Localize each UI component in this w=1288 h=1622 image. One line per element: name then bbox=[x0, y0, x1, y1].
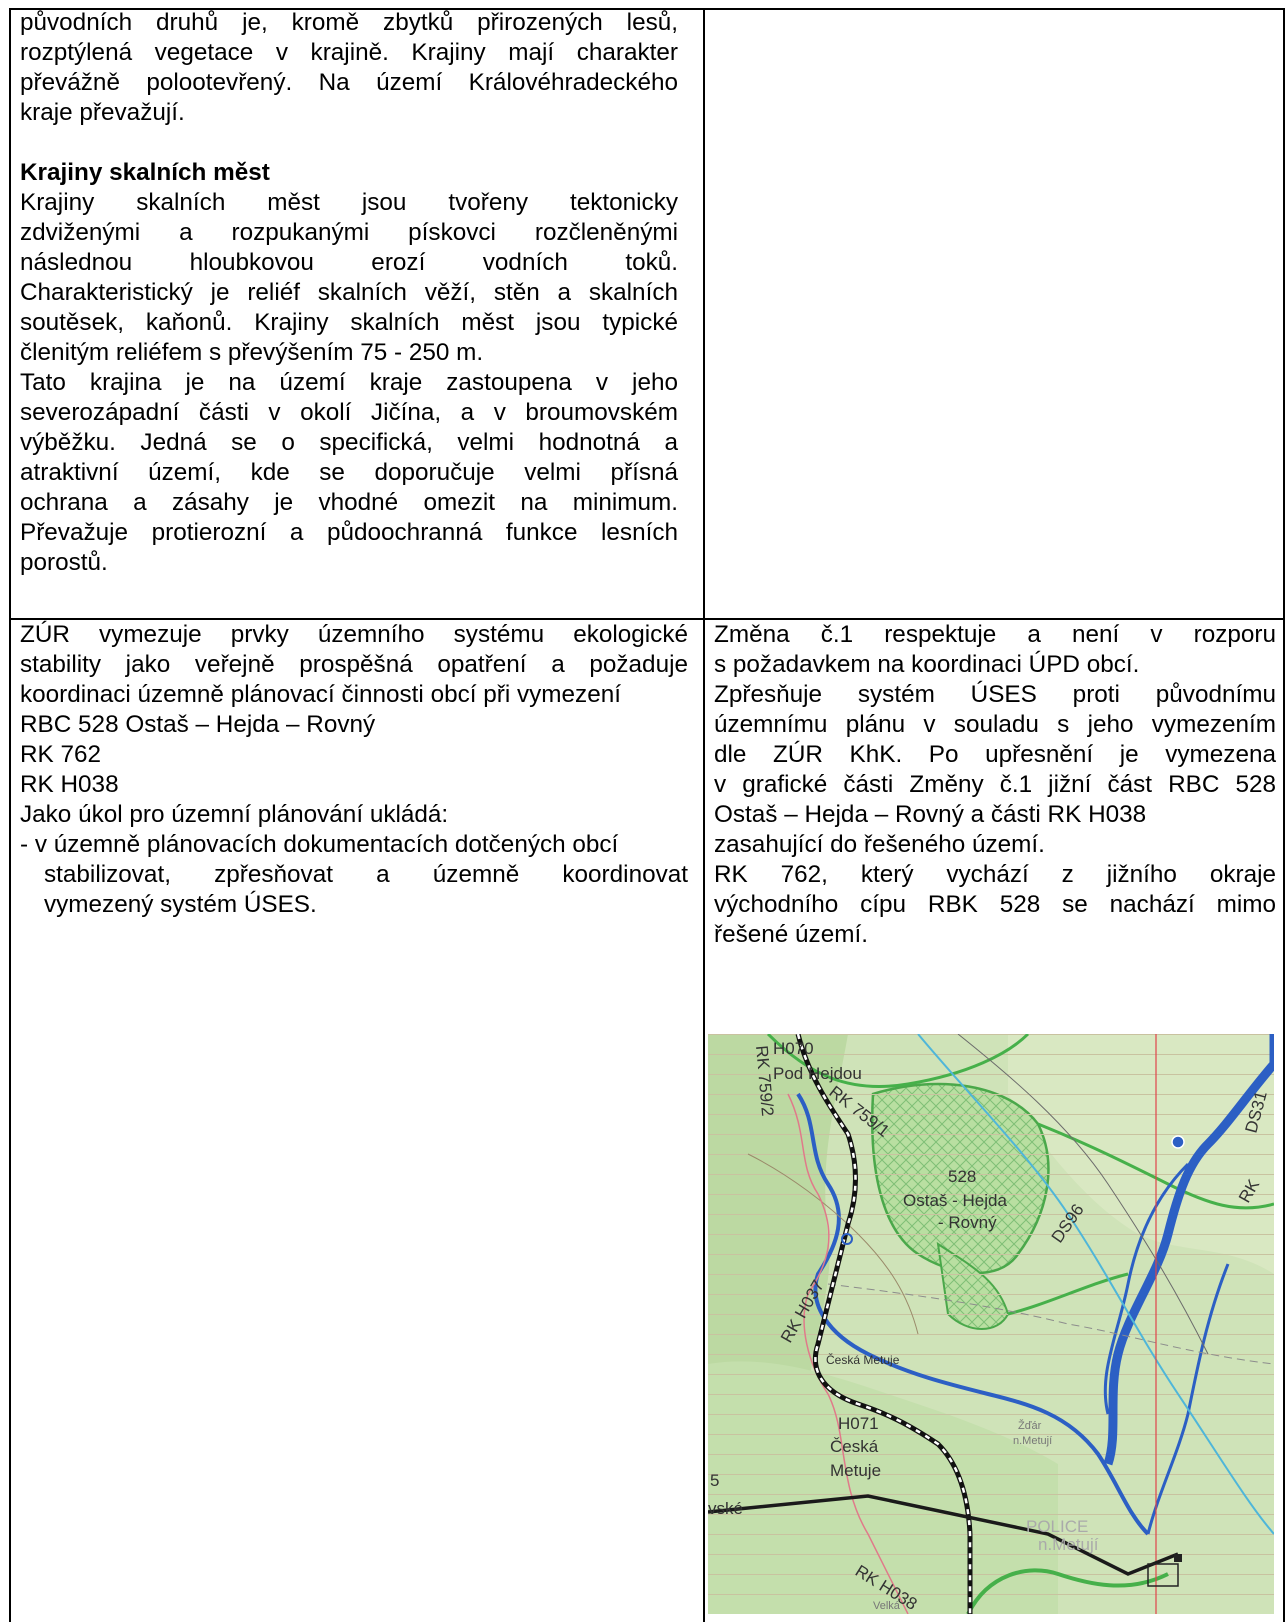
map-label: n.Metují bbox=[1013, 1435, 1052, 1447]
text-line: Převažuje protierozní a půdoochranná fun… bbox=[20, 519, 678, 546]
text-line: zasahující do řešeného území. bbox=[714, 831, 1045, 858]
text-line: RK 762 bbox=[20, 741, 102, 768]
map-label: H070 bbox=[773, 1039, 814, 1058]
map-label: POLICE bbox=[1026, 1517, 1088, 1536]
text-line: dle ZÚR KhK. Po upřesnění je vymezena bbox=[714, 741, 1276, 768]
map-label: 5 bbox=[710, 1471, 719, 1490]
text-line: zdviženými a rozpukanými pískovci rozčle… bbox=[20, 219, 678, 246]
map-label: - Rovný bbox=[938, 1213, 997, 1232]
text-line: porostů. bbox=[20, 549, 108, 576]
map-label: Pod Hejdou bbox=[773, 1064, 862, 1083]
text-line: soutěsek, kaňonů. Krajiny skalních měst … bbox=[20, 309, 678, 336]
text-line: následnou hloubkovou erozí vodních toků. bbox=[20, 249, 678, 276]
map-label: Česká Metuje bbox=[826, 1352, 900, 1367]
text-line: Změna č.1 respektuje a není v rozporu bbox=[714, 621, 1276, 648]
text-line: ochrana a zásahy je vhodné omezit na min… bbox=[20, 489, 678, 516]
text-line: převážně polootevřený. Na území Královéh… bbox=[20, 69, 678, 96]
section-heading: Krajiny skalních měst bbox=[20, 159, 270, 186]
text-line: kraje převažují. bbox=[20, 99, 185, 126]
text-line: - v územně plánovacích dokumentacích dot… bbox=[20, 831, 619, 858]
row-divider bbox=[11, 618, 1283, 620]
text-line: východního cípu RBK 528 se nachází mimo bbox=[714, 891, 1276, 918]
text-line: RBC 528 Ostaš – Hejda – Rovný bbox=[20, 711, 376, 738]
row1-left-cell: původních druhů je, kromě zbytků přiroze… bbox=[20, 8, 678, 578]
text-line: stability jako veřejně prospěšná opatřen… bbox=[20, 651, 688, 678]
text-line: řešené území. bbox=[714, 921, 868, 948]
map-label: Metuje bbox=[830, 1461, 881, 1480]
text-line: v grafické části Změny č.1 jižní část RB… bbox=[714, 771, 1276, 798]
text-line: Krajiny skalních měst jsou tvořeny tekto… bbox=[20, 189, 678, 216]
row2-left-cell: ZÚR vymezuje prvky územního systému ekol… bbox=[20, 620, 688, 920]
text-line: ZÚR vymezuje prvky územního systému ekol… bbox=[20, 621, 688, 648]
map-label: Žďár bbox=[1018, 1419, 1042, 1432]
text-line: RK H038 bbox=[20, 771, 119, 798]
text-line: rozptýlená vegetace v krajině. Krajiny m… bbox=[20, 39, 678, 66]
column-divider bbox=[703, 10, 705, 1622]
text-line: Zpřesňuje systém ÚSES proti původnímu bbox=[714, 681, 1276, 708]
map-label: n.Metují bbox=[1038, 1535, 1099, 1554]
text-line: s požadavkem na koordinaci ÚPD obcí. bbox=[714, 651, 1140, 678]
text-line: původních druhů je, kromě zbytků přiroze… bbox=[20, 9, 678, 36]
text-line: stabilizovat, zpřesňovat a územně koordi… bbox=[44, 861, 688, 888]
text-line: severozápadní části v okolí Jičína, a v … bbox=[20, 399, 678, 426]
text-line: Ostaš – Hejda – Rovný a části RK H038 bbox=[714, 801, 1147, 828]
text-line: Tato krajina je na území kraje zastoupen… bbox=[20, 369, 678, 396]
text-line: Charakteristický je reliéf skalních věží… bbox=[20, 279, 678, 306]
text-line: Jako úkol pro územní plánování ukládá: bbox=[20, 801, 449, 828]
map-label: 528 bbox=[948, 1167, 976, 1186]
text-line: členitým reliéfem s převýšením 75 - 250 … bbox=[20, 339, 484, 366]
map-label: Velká bbox=[873, 1600, 901, 1612]
text-line: územnímu plánu v souladu s jeho vymezení… bbox=[714, 711, 1276, 738]
text-line: koordinaci územně plánovací činnosti obc… bbox=[20, 681, 621, 708]
map-label: Ostaš - Hejda bbox=[903, 1191, 1007, 1210]
text-line: RK 762, který vychází z jižního okraje bbox=[714, 861, 1276, 888]
row2-right-cell: Změna č.1 respektuje a není v rozporu s … bbox=[714, 620, 1276, 950]
map-label: Česká bbox=[830, 1437, 879, 1456]
text-line: výběžku. Jedná se o specifická, velmi ho… bbox=[20, 429, 678, 456]
text-line: vymezený systém ÚSES. bbox=[44, 891, 317, 918]
uses-map-image: H070 Pod Hejdou RK 759/2 RK 759/1 DS31 R… bbox=[708, 1034, 1274, 1614]
text-line: atraktivní území, kde se doporučuje velm… bbox=[20, 459, 678, 486]
map-label: H071 bbox=[838, 1414, 879, 1433]
document-table bbox=[9, 8, 1285, 1622]
map-label: vské bbox=[708, 1499, 743, 1518]
